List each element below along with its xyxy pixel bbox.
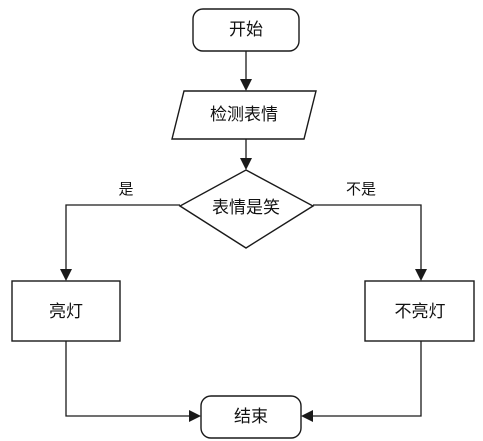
light-on-node: 亮灯	[11, 280, 121, 342]
start-label: 开始	[229, 20, 263, 40]
arrowhead	[60, 269, 72, 281]
light-off-node: 不亮灯	[364, 280, 475, 342]
edge-light-on-to-end	[65, 341, 190, 417]
arrowhead	[240, 79, 252, 91]
detect-expression-label: 检测表情	[210, 105, 278, 125]
yes-branch-label: 是	[118, 180, 133, 198]
edge-no-to-light-off	[313, 204, 422, 270]
arrowhead	[189, 410, 201, 422]
arrowhead	[415, 269, 427, 281]
end-label: 结束	[234, 407, 268, 427]
no-branch-label: 不是	[346, 180, 376, 198]
decision-node: 表情是笑	[178, 169, 315, 249]
arrowhead	[301, 410, 313, 422]
decision-label: 表情是笑	[212, 198, 280, 218]
light-on-label: 亮灯	[49, 302, 83, 322]
end-node: 结束	[200, 395, 302, 439]
edge-light-off-to-end	[312, 341, 422, 417]
arrowhead	[240, 158, 252, 170]
detect-expression-node: 检测表情	[171, 90, 317, 140]
start-node: 开始	[192, 8, 300, 52]
edge-yes-to-light-on	[65, 204, 180, 270]
light-off-label: 不亮灯	[395, 302, 446, 322]
